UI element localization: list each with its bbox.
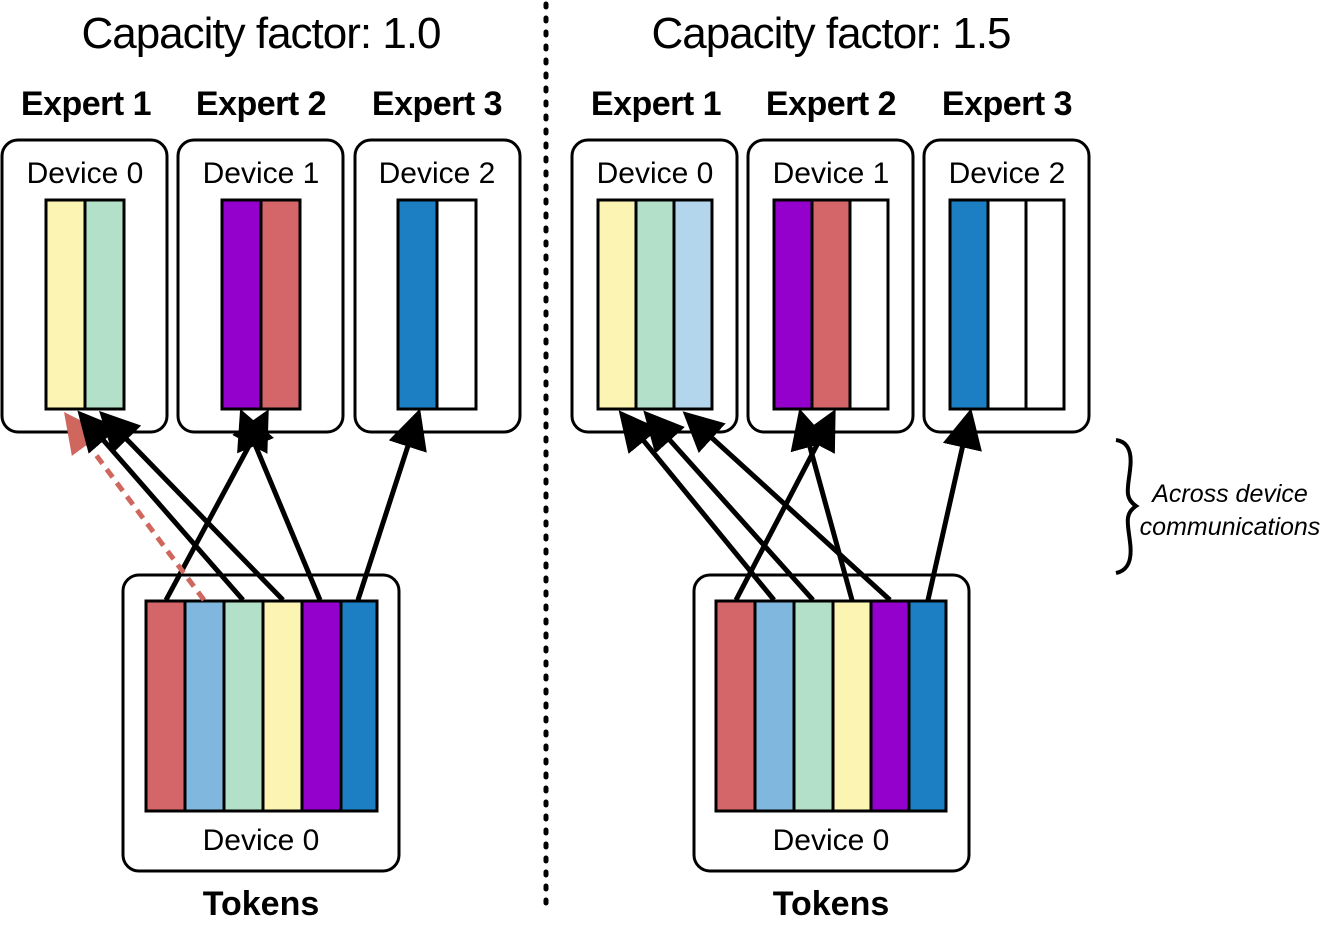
token-slot (714, 599, 757, 813)
route-arrow (925, 408, 982, 601)
across-device-annotation: Across device communications (1115, 438, 1321, 575)
token-slot (753, 599, 796, 813)
tokens-label: Tokens (773, 885, 890, 923)
route-arrow (237, 408, 323, 601)
expert-slot (596, 198, 638, 411)
expert-1-slots (44, 198, 126, 411)
expert-3-device-label: Device 2 (949, 157, 1066, 190)
expert-slot (259, 198, 302, 411)
route-arrow (99, 410, 285, 602)
expert-slot (83, 198, 126, 411)
expert-slot (986, 198, 1028, 411)
token-slot (907, 599, 948, 813)
expert-slot (1024, 198, 1066, 411)
curly-brace-icon (1115, 438, 1140, 575)
expert-1-label: Expert 1 (591, 85, 721, 123)
expert-1-device-label: Device 0 (597, 157, 714, 190)
expert-slot (772, 198, 814, 411)
expert-1-label: Expert 1 (21, 85, 151, 123)
token-slot (222, 599, 265, 813)
expert-2-label: Expert 2 (196, 85, 326, 123)
route-arrow (618, 410, 776, 602)
token-slot (183, 599, 226, 813)
expert-1-device-label: Device 0 (27, 157, 144, 190)
token-slot (300, 599, 343, 813)
route-arrow (682, 411, 892, 602)
expert-3-slots (948, 198, 1066, 411)
expert-2-slots (220, 198, 302, 411)
expert-3-slots (396, 198, 478, 411)
route-arrow (355, 408, 427, 601)
token-slot (869, 599, 911, 813)
token-slot (144, 599, 187, 813)
token-slots (144, 599, 379, 813)
token-slot (831, 599, 873, 813)
panel-title: Capacity factor: 1.5 (651, 9, 1010, 58)
expert-slot (672, 198, 714, 411)
expert-slot (44, 198, 87, 411)
tokens-device-label: Device 0 (773, 824, 890, 857)
expert-2-device-label: Device 1 (203, 157, 320, 190)
route-arrow (790, 408, 855, 601)
token-slot (261, 599, 304, 813)
token-slot (339, 599, 379, 813)
annotation-line-1: Across device (1150, 480, 1308, 508)
expert-slot (810, 198, 852, 411)
expert-2-label: Expert 2 (766, 85, 896, 123)
expert-slot (220, 198, 263, 411)
expert-3-device-label: Device 2 (379, 157, 496, 190)
token-slots (714, 599, 948, 813)
panel-title: Capacity factor: 1.0 (81, 9, 440, 58)
expert-slot (634, 198, 676, 411)
expert-3-label: Expert 3 (942, 85, 1072, 123)
expert-2-device-label: Device 1 (773, 157, 890, 190)
tokens-label: Tokens (203, 885, 320, 923)
route-arrow (77, 410, 245, 602)
route-arrow (643, 410, 815, 602)
annotation-line-2: communications (1140, 513, 1321, 541)
panel-capacity-1-5: Capacity factor: 1.5 Expert 1 Expert 2 E… (570, 9, 1091, 923)
tokens-device-label: Device 0 (203, 824, 320, 857)
expert-3-label: Expert 3 (372, 85, 502, 123)
expert-slot (435, 198, 478, 411)
expert-2-slots (772, 198, 890, 411)
expert-slot (948, 198, 990, 411)
expert-1-slots (596, 198, 714, 411)
token-slot (792, 599, 835, 813)
expert-slot (396, 198, 439, 411)
expert-slot (848, 198, 890, 411)
panel-capacity-1-0: Capacity factor: 1.0 Expert 1 Expert 2 E… (0, 9, 522, 923)
